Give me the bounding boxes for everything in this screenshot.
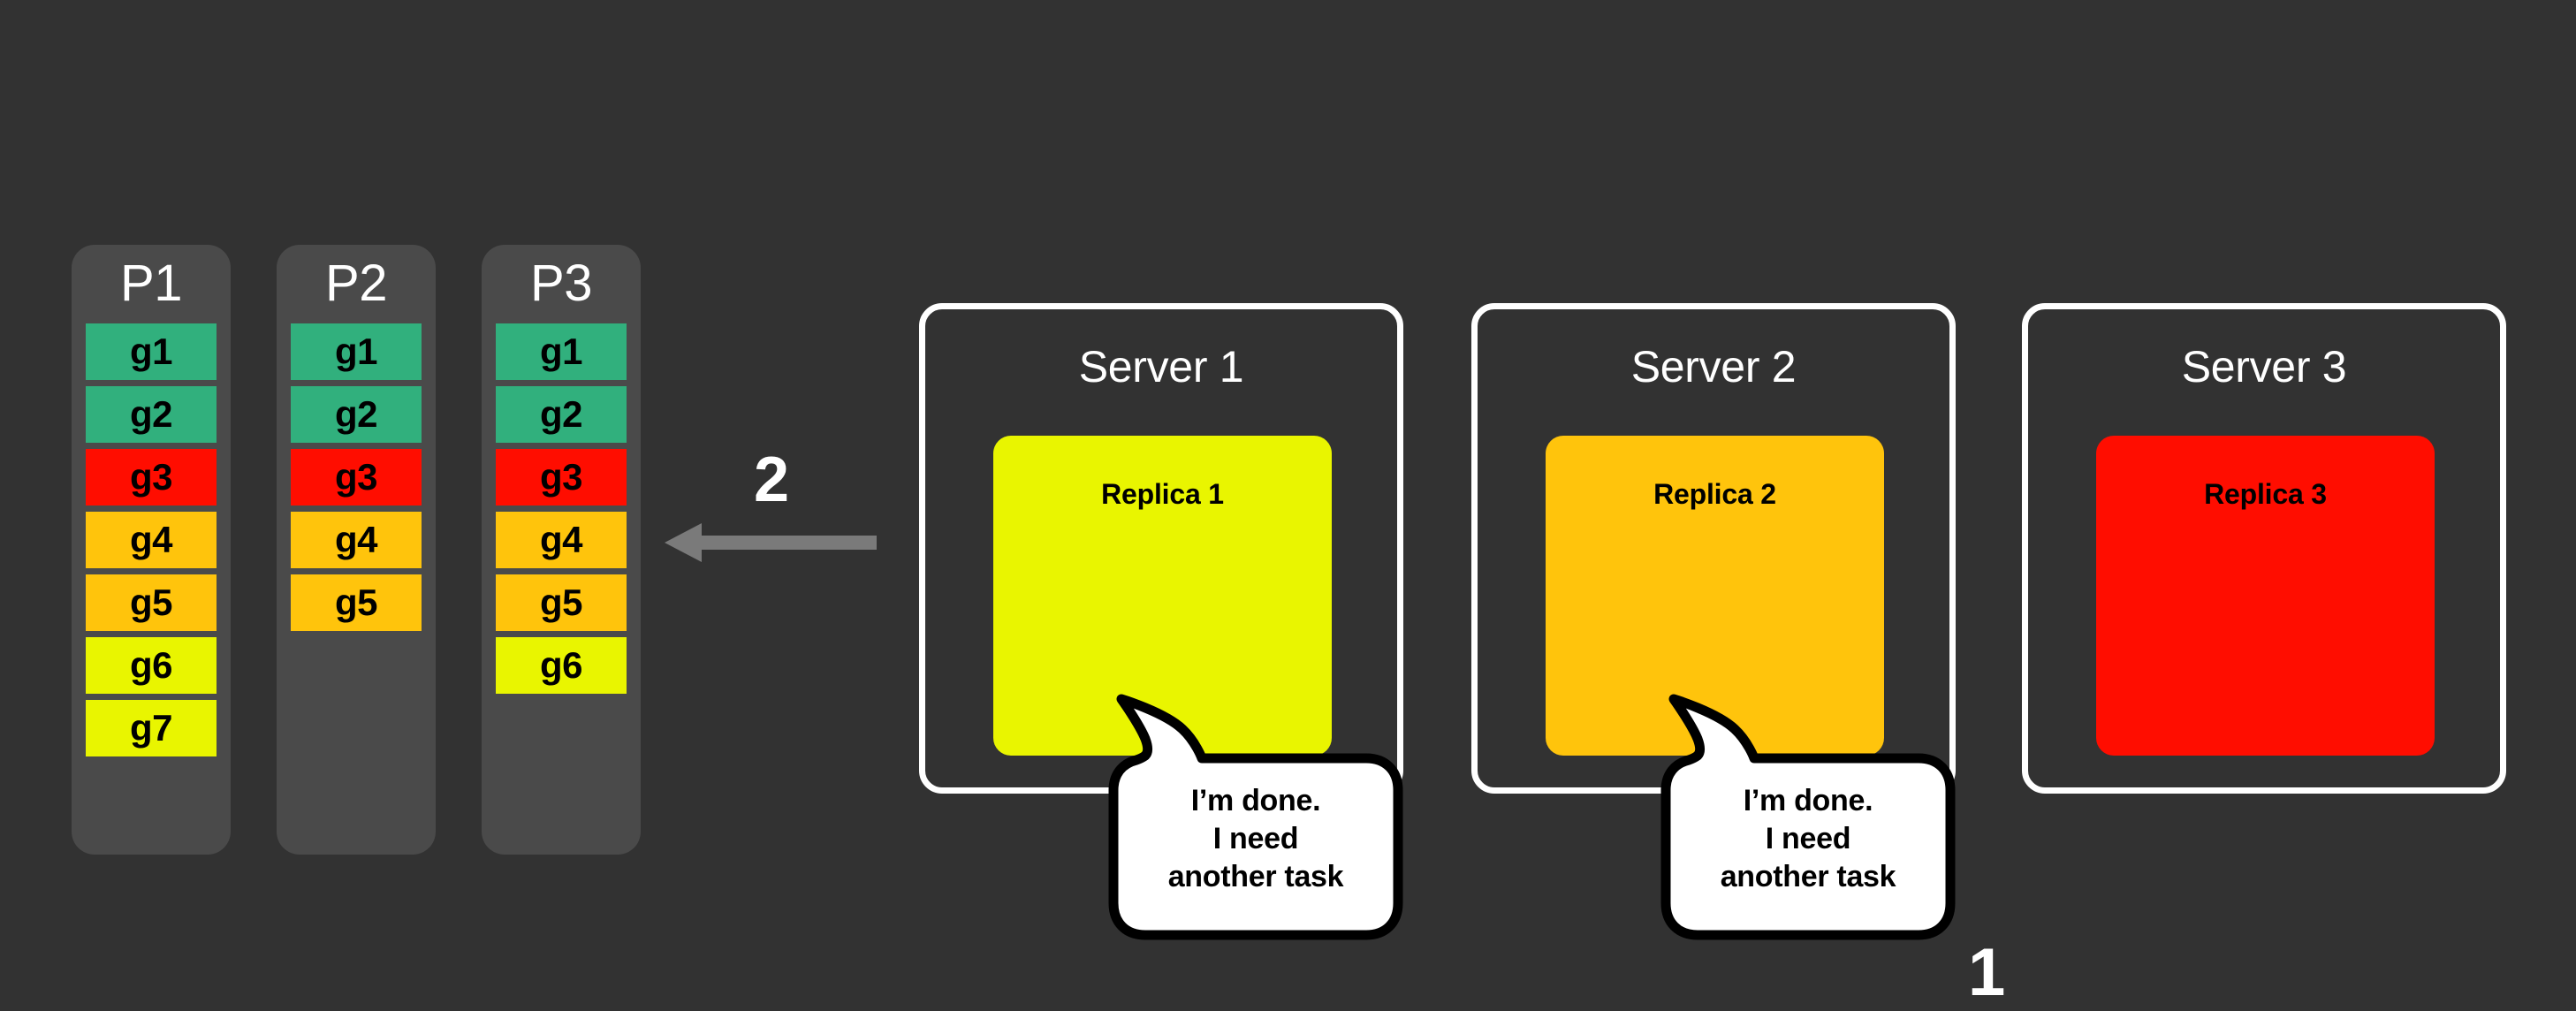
- group-cell[interactable]: g1: [496, 323, 627, 380]
- step-label-1: 1: [1968, 935, 2006, 1010]
- group-cell[interactable]: g6: [86, 636, 217, 694]
- partition-title: P2: [325, 255, 387, 312]
- group-cell[interactable]: g4: [291, 511, 422, 568]
- group-cell[interactable]: g3: [496, 448, 627, 506]
- group-cell[interactable]: g2: [86, 385, 217, 443]
- arrow-left-icon: [665, 521, 877, 564]
- partition-title: P3: [530, 255, 592, 312]
- replica-box-1[interactable]: Replica 1: [993, 436, 1332, 756]
- partition-p3: P3 g1 g2 g3 g4 g5 g6: [482, 245, 641, 855]
- partition-p1: P1 g1 g2 g3 g4 g5 g6 g7: [72, 245, 231, 855]
- server-title: Server 2: [1630, 342, 1797, 391]
- group-cell[interactable]: g5: [86, 574, 217, 631]
- arrow-step-label: 2: [754, 445, 790, 515]
- server-title: Server 1: [1078, 342, 1244, 391]
- group-cell[interactable]: g1: [291, 323, 422, 380]
- group-stack: g1 g2 g3 g4 g5: [277, 323, 436, 631]
- server-box-3: Server 3: [2022, 303, 2506, 794]
- group-cell[interactable]: g1: [86, 323, 217, 380]
- group-cell[interactable]: g4: [496, 511, 627, 568]
- group-cell[interactable]: g5: [291, 574, 422, 631]
- group-stack: g1 g2 g3 g4 g5 g6 g7: [72, 323, 231, 756]
- group-cell[interactable]: g2: [291, 385, 422, 443]
- server-title: Server 3: [2181, 342, 2347, 391]
- group-cell[interactable]: g7: [86, 699, 217, 756]
- replica-label: Replica 1: [1101, 478, 1224, 510]
- group-cell[interactable]: g6: [496, 636, 627, 694]
- replica-box-3[interactable]: Replica 3: [2096, 436, 2435, 756]
- replica-label: Replica 2: [1653, 478, 1776, 510]
- group-cell[interactable]: g3: [291, 448, 422, 506]
- replica-box-2[interactable]: Replica 2: [1546, 436, 1884, 756]
- speech-bubble-server-1: I’m done. I need another task: [1108, 680, 1403, 941]
- group-cell[interactable]: g3: [86, 448, 217, 506]
- group-cell[interactable]: g5: [496, 574, 627, 631]
- group-stack: g1 g2 g3 g4 g5 g6: [482, 323, 641, 694]
- group-cell[interactable]: g2: [496, 385, 627, 443]
- partition-title: P1: [120, 255, 182, 312]
- speech-bubble-server-2: I’m done. I need another task: [1660, 680, 1956, 941]
- group-cell[interactable]: g4: [86, 511, 217, 568]
- replica-label: Replica 3: [2204, 478, 2327, 510]
- partition-p2: P2 g1 g2 g3 g4 g5: [277, 245, 436, 855]
